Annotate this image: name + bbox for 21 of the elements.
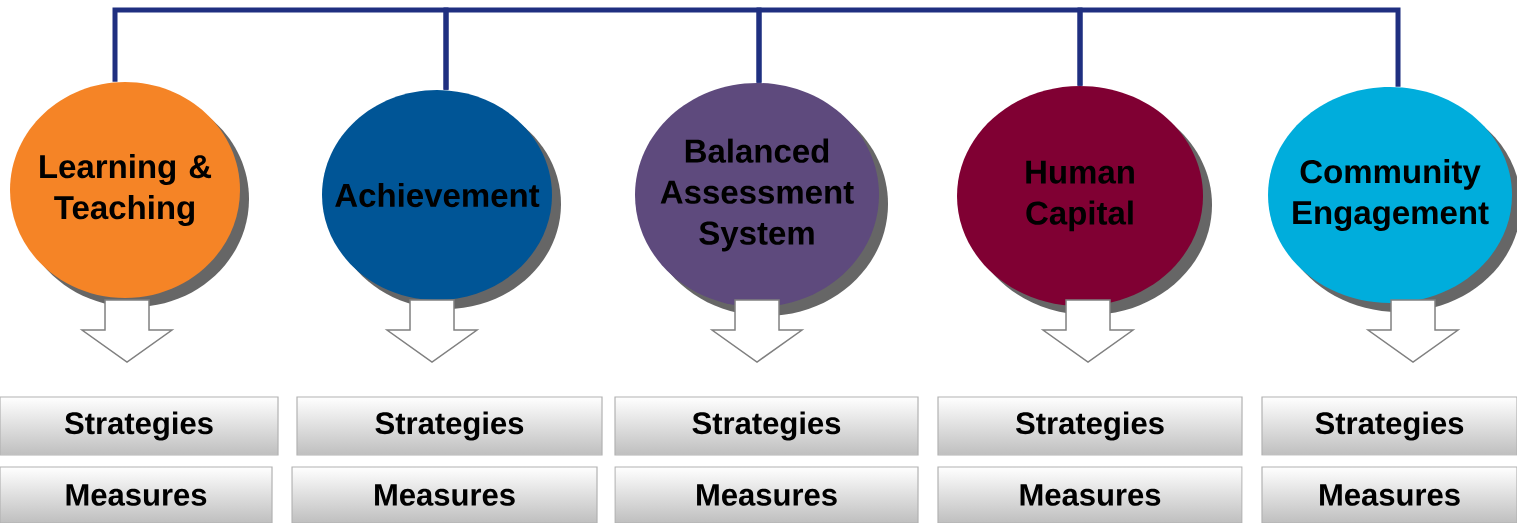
strategies-box: Strategies [937,396,1243,456]
circle-node: Human Capital [957,86,1212,315]
strategies-box: Strategies [0,396,279,456]
circle-node: Balanced Assessment System [635,83,888,316]
connector-line [1077,7,1401,87]
circle-node: Learning & Teaching [10,82,249,307]
measures-box: Measures [937,466,1243,523]
strategies-box: Strategies [296,396,603,456]
block-arrow [1040,299,1136,363]
measures-box: Measures [291,466,598,523]
strategies-box: Strategies [1261,396,1517,456]
block-arrow [384,299,480,363]
circle-node: Achievement [322,90,561,309]
measures-box: Measures [0,466,273,523]
measures-box: Measures [1261,466,1517,523]
block-arrow [709,299,805,363]
circle-node: Community Engagement [1268,87,1517,312]
block-arrow [1365,299,1461,363]
block-arrow [79,299,175,363]
strategies-box: Strategies [614,396,919,456]
measures-box: Measures [614,466,919,523]
